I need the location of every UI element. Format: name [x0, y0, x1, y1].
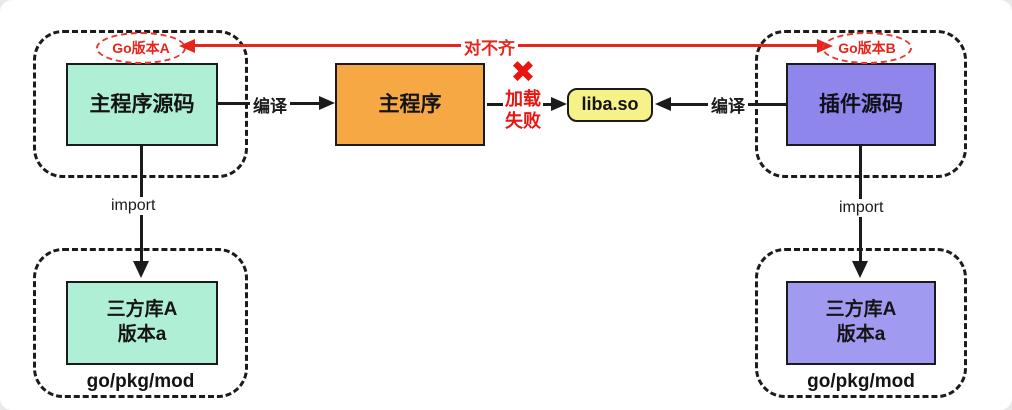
main-program-node: 主程序 — [335, 63, 485, 146]
go-version-a-label: Go版本A — [112, 40, 170, 56]
lib-a-right-node: 三方库A 版本a — [786, 281, 936, 365]
compile-right-arrowhead-icon — [655, 97, 671, 111]
go-version-a-badge: Go版本A — [96, 32, 186, 64]
import-right-label: import — [836, 199, 887, 217]
go-pkg-mod-right-label: go/pkg/mod — [807, 371, 915, 392]
load-failure-label-1: 加载 — [503, 88, 543, 110]
main-program-label: 主程序 — [378, 92, 442, 116]
import-right-arrowhead-icon — [852, 261, 868, 278]
lib-a-left-node: 三方库A 版本a — [66, 281, 218, 365]
import-left-arrowhead-icon — [133, 261, 149, 278]
go-version-b-badge: Go版本B — [822, 32, 912, 64]
compile-right-label: 编译 — [708, 92, 748, 117]
load-failure-label-2: 失败 — [503, 110, 543, 132]
load-arrowhead-icon — [551, 97, 567, 111]
compile-left-arrowhead-icon — [319, 96, 335, 110]
go-version-b-label: Go版本B — [838, 40, 896, 56]
plugin-source-node: 插件源码 — [786, 63, 936, 146]
import-left-label: import — [108, 197, 159, 215]
failure-x-icon: ✖ — [510, 56, 536, 89]
lib-a-left-label-line2: 版本a — [117, 324, 167, 345]
main-source-label: 主程序源码 — [89, 92, 195, 116]
main-source-node: 主程序源码 — [66, 63, 218, 146]
liba-so-label: liba.so — [581, 94, 639, 115]
mismatch-label: 对不齐 — [461, 34, 518, 59]
compile-left-label: 编译 — [250, 92, 290, 117]
load-failure-marker: ✖ 加载 失败 — [494, 58, 552, 132]
go-pkg-mod-left-label: go/pkg/mod — [86, 371, 195, 392]
lib-a-left-label-line1: 三方库A — [106, 299, 178, 321]
lib-a-right-label-line1: 三方库A — [825, 299, 897, 321]
lib-a-right-label-line2: 版本a — [836, 324, 886, 345]
liba-so-node: liba.so — [567, 88, 653, 122]
plugin-source-label: 插件源码 — [819, 92, 903, 116]
